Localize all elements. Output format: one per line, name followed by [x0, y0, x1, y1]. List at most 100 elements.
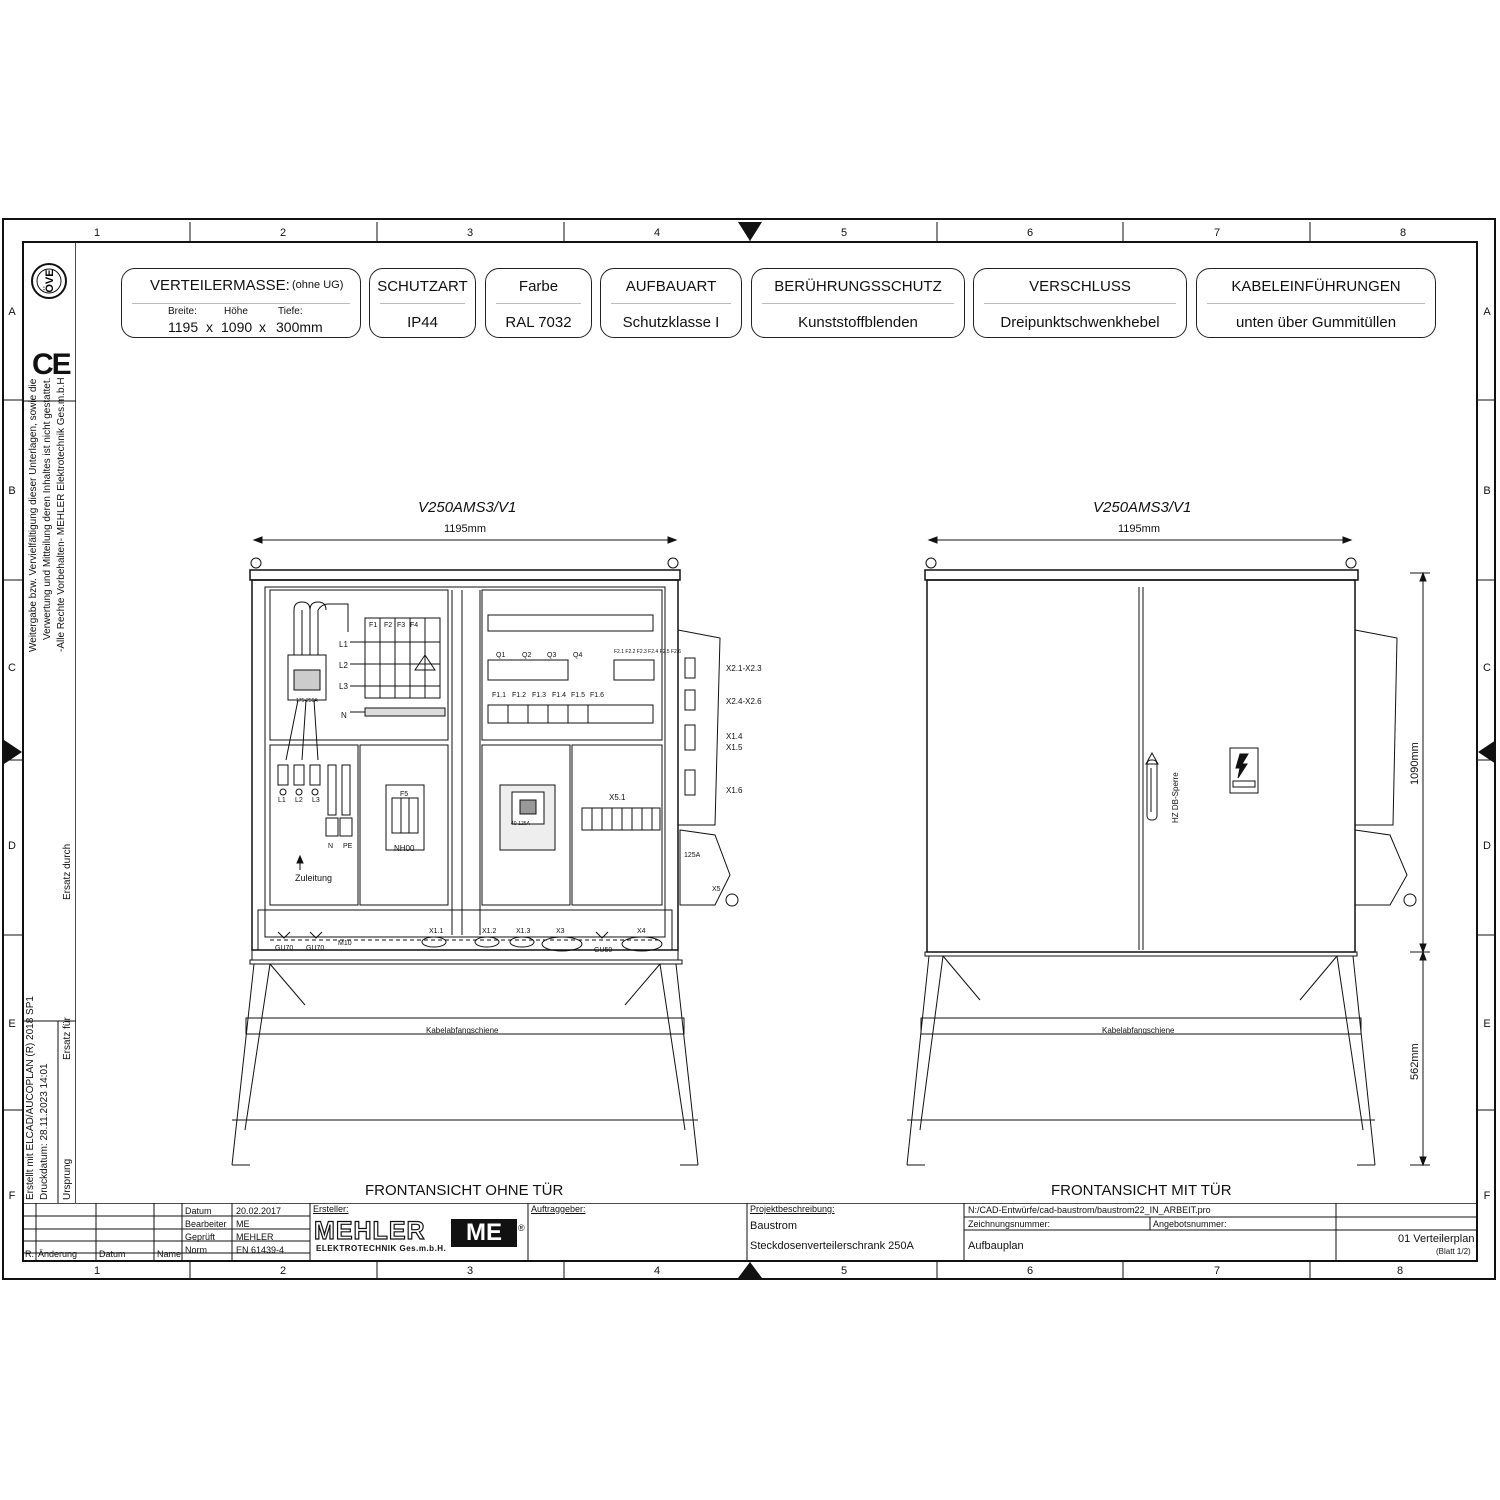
tiefe-label: Tiefe: — [278, 306, 303, 317]
column-number: 3 — [466, 227, 474, 239]
column-number: 6 — [1026, 227, 1034, 239]
label-x11: X1.1 — [429, 928, 444, 935]
label-terminal-l2: L2 — [295, 797, 303, 804]
times-sign: x — [259, 319, 266, 335]
breite-label: Breite: — [168, 306, 197, 317]
kabel-value: unten über Gummitüllen — [1235, 314, 1397, 331]
height-dim: 1090mm — [1409, 742, 1421, 785]
label-x21-x23: X2.1-X2.3 — [726, 664, 762, 673]
label-x51: X5.1 — [609, 793, 626, 802]
aufbauart-value: Schutzklasse I — [622, 314, 720, 331]
beruehrung-value: Kunststoffblenden — [798, 314, 918, 331]
label-f3: F3 — [397, 622, 406, 629]
sheet-number: (Blatt 1/2) — [1436, 1247, 1471, 1256]
beruehrung-title: BERÜHRUNGSSCHUTZ — [774, 278, 942, 295]
farbe-value: RAL 7032 — [505, 314, 572, 331]
label-switch-rating: 175-250A — [296, 698, 318, 704]
zeichnungsnummer-label: Zeichnungsnummer: — [968, 1219, 1051, 1229]
label-f15: F1.5 — [571, 692, 586, 699]
company-logo-text: MEHLER — [313, 1217, 426, 1245]
row-letter: F — [1483, 1190, 1491, 1202]
label-f12: F1.2 — [512, 692, 527, 699]
datum-value: 20.02.2017 — [236, 1206, 282, 1216]
row-letter: A — [8, 306, 16, 318]
ersatz-durch: Ersatz durch — [62, 843, 73, 900]
registered-mark: ® — [518, 1223, 525, 1233]
hoehe-value: 1090 — [221, 319, 253, 335]
front-view-with-door — [906, 536, 1430, 1167]
front-view-without-door — [231, 536, 739, 1166]
column-number: 3 — [466, 1265, 474, 1277]
label-nh00: NH00 — [394, 844, 415, 853]
norm-value: EN 61439-4 — [236, 1245, 285, 1255]
right-rail-label: Kabelabfangschiene — [1102, 1026, 1175, 1035]
label-f14: F1.4 — [552, 692, 567, 699]
rev-header-name: Name — [157, 1249, 182, 1259]
company-subtitle: ELEKTROTECHNIK Ges.m.b.H. — [316, 1244, 447, 1253]
label-q1: Q1 — [496, 652, 506, 659]
row-letter: B — [8, 485, 16, 497]
norm-label: Norm — [185, 1245, 207, 1255]
label-x15: X1.5 — [726, 743, 743, 752]
right-caption: FRONTANSICHT MIT TÜR — [1051, 1182, 1232, 1199]
label-f2: F2 — [384, 622, 393, 629]
column-number: 4 — [653, 227, 661, 239]
row-letter: D — [1483, 840, 1491, 852]
right-width-dim: 1195mm — [1118, 523, 1160, 535]
spec-masse: VERTEILERMASSE: (ohne UG) Breite: Höhe T… — [121, 268, 361, 338]
verschluss-title: VERSCHLUSS — [1029, 278, 1131, 295]
label-rcd-rating: 40-125A — [511, 821, 530, 827]
created-with: Erstellt mit ELCAD/AUCOPLAN (R) 2018 SP1 — [25, 996, 36, 1200]
copyright-line-2: Verwertung und Mitteilung deren Inhaltes… — [42, 377, 53, 640]
label-x13: X1.3 — [516, 928, 531, 935]
label-f11: F1.1 — [492, 692, 507, 699]
spec-farbe: Farbe RAL 7032 — [485, 268, 592, 338]
masse-note: (ohne UG) — [292, 279, 344, 291]
column-number: 8 — [1399, 227, 1407, 239]
rev-header-aenderung: Änderung — [38, 1249, 78, 1259]
company-mark: ME — [451, 1219, 517, 1247]
plan-type: Aufbauplan — [968, 1240, 1024, 1252]
column-number: 6 — [1026, 1265, 1034, 1277]
label-m10: M10 — [338, 940, 352, 947]
label-f16: F1.6 — [590, 692, 605, 699]
label-l3: L3 — [339, 682, 348, 691]
tiefe-value: 300mm — [276, 319, 323, 335]
label-terminal-pe: PE — [343, 843, 353, 850]
row-letter: E — [8, 1018, 16, 1030]
label-x3: X3 — [556, 928, 565, 935]
label-f4: F4 — [410, 622, 419, 629]
row-letter: D — [8, 840, 16, 852]
row-letter: B — [1483, 485, 1491, 497]
oeve-logo: ÖVE — [31, 263, 67, 299]
file-path: N:/CAD-Entwürfe/cad-baustrom/baustrom22_… — [968, 1205, 1211, 1215]
breite-value: 1195 — [168, 319, 199, 335]
ersatz-fuer: Ersatz für — [62, 1017, 73, 1060]
datum-label: Datum — [185, 1206, 212, 1216]
label-125a: 125A — [684, 852, 701, 859]
column-number: 7 — [1213, 227, 1221, 239]
projekt-label: Projektbeschreibung: — [750, 1204, 835, 1214]
left-model: V250AMS3/V1 — [418, 499, 517, 516]
geprueft-value: MEHLER — [236, 1232, 274, 1242]
left-rail-label: Kabelabfangschiene — [426, 1026, 499, 1035]
spec-beruehrungsschutz: BERÜHRUNGSSCHUTZ Kunststoffblenden — [751, 268, 965, 338]
drawing-border — [22, 241, 1478, 1262]
oeve-text: ÖVE — [43, 269, 56, 292]
spec-kabeleinfuehrungen: KABELEINFÜHRUNGEN unten über Gummitüllen — [1196, 268, 1436, 338]
copyright-line-3: -Alle Rechte Vorbehalten- MEHLER Elektro… — [56, 377, 67, 652]
label-f5: F5 — [400, 791, 409, 798]
hoehe-label: Höhe — [224, 306, 248, 317]
label-q2: Q2 — [522, 652, 532, 659]
kabel-title: KABELEINFÜHRUNGEN — [1231, 278, 1401, 295]
copyright-line-1: Weitergabe bzw. Vervielfältigung dieser … — [28, 378, 39, 652]
label-x14: X1.4 — [726, 732, 743, 741]
label-zuleitung: Zuleitung — [295, 873, 333, 883]
row-letter: E — [1483, 1018, 1491, 1030]
column-number: 5 — [840, 227, 848, 239]
label-f1: F1 — [369, 622, 378, 629]
verschluss-value: Dreipunktschwenkhebel — [1000, 314, 1160, 331]
print-date: Druckdatum: 28.11.2023 14:01 — [39, 1063, 50, 1200]
ce-mark: CE — [32, 348, 72, 381]
